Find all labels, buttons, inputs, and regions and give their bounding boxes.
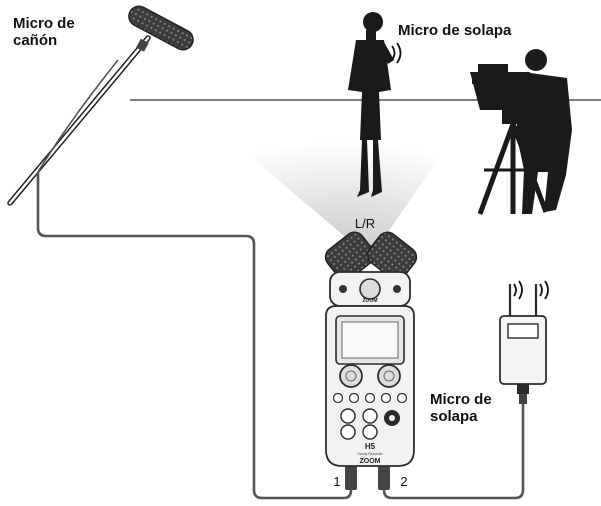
capsule-gain-knob bbox=[359, 278, 381, 300]
recorder-model-badge: H5 bbox=[365, 442, 376, 451]
wireless-receiver bbox=[499, 284, 547, 404]
boom-cable bbox=[37, 59, 119, 173]
xlr-plug-2 bbox=[378, 466, 390, 490]
radio-waves-icon bbox=[391, 42, 402, 64]
xy-capsule-left bbox=[324, 231, 376, 281]
input-2-label: 2 bbox=[400, 474, 407, 489]
cable-shotgun-to-input-1 bbox=[36, 172, 353, 500]
camera-operator-silhouette bbox=[470, 49, 572, 215]
xy-capsule-right bbox=[366, 231, 418, 281]
gain-knob-1 bbox=[339, 364, 363, 388]
gain-knob-2 bbox=[377, 364, 401, 388]
input-1-label: 1 bbox=[333, 474, 340, 489]
radio-waves-icon bbox=[513, 280, 549, 300]
capsule-brand: ZOOM bbox=[363, 298, 378, 304]
recorder-subtitle: Handy Recorder bbox=[357, 452, 383, 456]
lavalier-mic-label-side: Micro de solapa bbox=[430, 391, 492, 425]
receiver-display bbox=[507, 323, 539, 339]
pickup-cone bbox=[225, 135, 455, 258]
shotgun-mic-label: Micro de cañón bbox=[13, 15, 75, 49]
shotgun-windscreen bbox=[128, 5, 194, 51]
stereo-capsule-label: L/R bbox=[355, 216, 375, 231]
recorder-brand: ZOOM bbox=[360, 458, 381, 465]
zoom-h5-recorder: H5 Handy Recorder ZOOM ZOOM bbox=[324, 231, 418, 467]
lavalier-mic-label-top: Micro de solapa bbox=[398, 22, 512, 39]
reporter-silhouette bbox=[348, 12, 394, 197]
shotgun-mic bbox=[7, 5, 194, 206]
cable-lavalier-to-input-2 bbox=[382, 402, 525, 500]
xlr-plug-1 bbox=[345, 466, 357, 490]
